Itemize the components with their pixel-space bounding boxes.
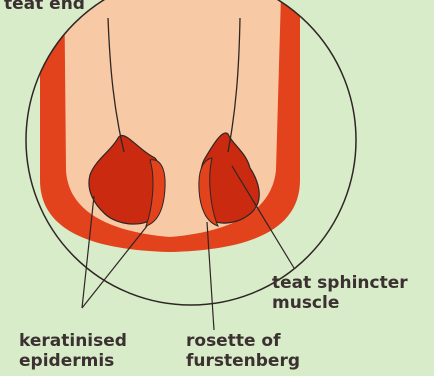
keratinised-line2: epidermis — [19, 351, 127, 371]
teat-sphincter-line1: teat sphincter — [272, 273, 408, 293]
keratinised-epidermis-label: keratinised epidermis — [19, 331, 127, 371]
teat-sphincter-label: teat sphincter muscle — [272, 273, 408, 313]
teat-end-text: teat end — [4, 0, 85, 14]
rosette-line1: rosette of — [186, 331, 300, 351]
rosette-of-furstenberg-label: rosette of furstenberg — [186, 331, 300, 371]
teat-end-title: teat end — [4, 0, 85, 14]
rosette-line2: furstenberg — [186, 351, 300, 371]
keratinised-line1: keratinised — [19, 331, 127, 351]
teat-sphincter-line2: muscle — [272, 293, 408, 313]
